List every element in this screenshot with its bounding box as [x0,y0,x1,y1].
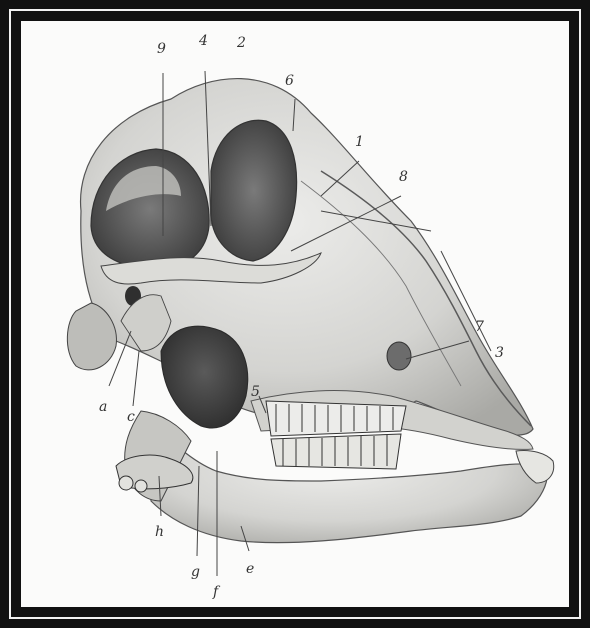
lower-teeth [271,434,401,469]
label-g-bottom: g [191,564,200,580]
condyle-knob-2 [135,480,147,492]
label-7-nasal: 7 [475,319,484,335]
skull-drawing: 9 4 2 6 1 8 7 3 a c 5 h g f e [21,21,569,607]
label-3-nasal: 3 [495,345,504,361]
label-a-lower: a [99,399,107,415]
label-2-top: 2 [236,35,246,51]
label-h-bottom: h [155,524,164,540]
label-1-orbit: 1 [355,134,364,150]
upper-teeth [266,401,406,436]
skull-illustration: 9 4 2 6 1 8 7 3 a c 5 h g f e [21,21,569,607]
maxillary-fossa [161,326,248,428]
label-9-top: 9 [157,41,166,57]
label-8-orbit: 8 [399,169,408,185]
infraorbital-foramen [387,342,411,370]
label-6-top: 6 [285,73,294,89]
label-c-lower: c [127,409,135,425]
condyle-knob-1 [119,476,133,490]
label-5-maxilla: 5 [251,384,260,400]
label-f-bottom: f [212,584,221,600]
label-e-bottom: e [246,561,254,577]
label-4-top: 4 [198,33,208,49]
